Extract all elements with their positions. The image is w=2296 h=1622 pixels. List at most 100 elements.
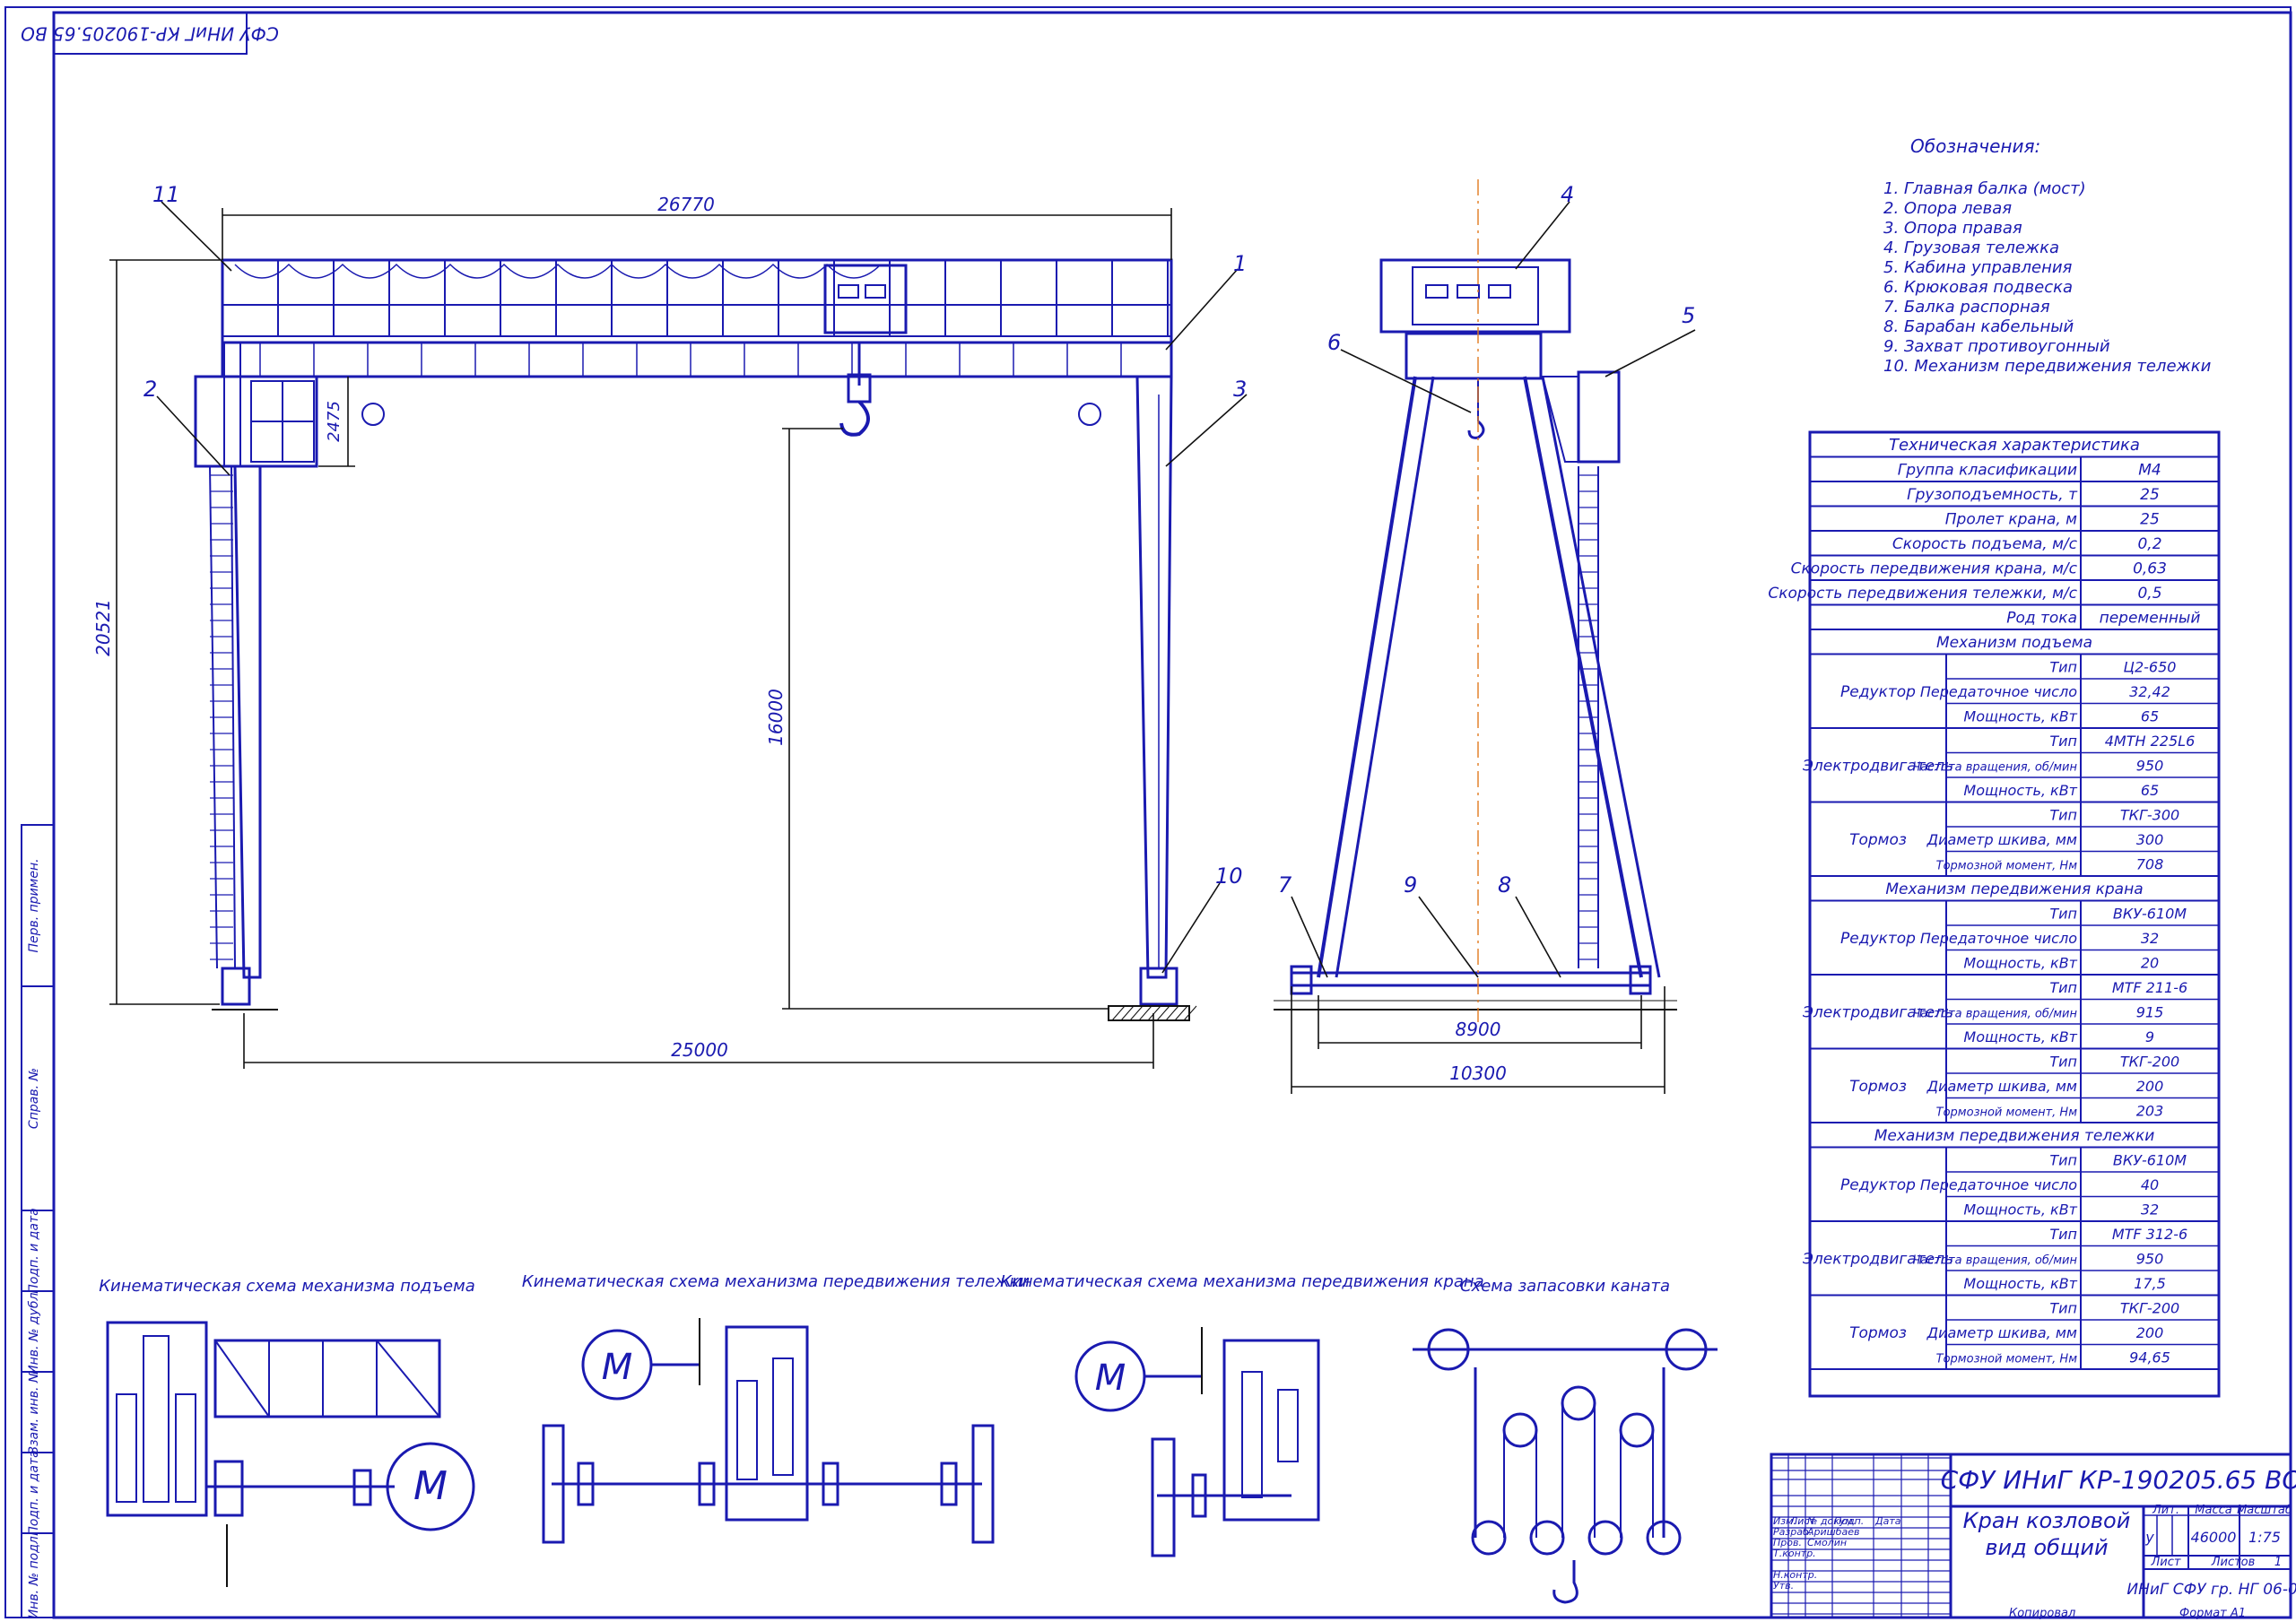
callout-2: 2 bbox=[144, 377, 157, 402]
stamp-podp-2: Подп. и дата bbox=[27, 1450, 41, 1535]
side-stamp-column: Перв. примен. Справ. № Подп. и дата Инв.… bbox=[21, 824, 55, 1618]
spec-label: Тип bbox=[2049, 659, 2077, 676]
callout-11: 11 bbox=[152, 182, 180, 207]
tb-role: Дата bbox=[1874, 1515, 1901, 1527]
spec-value: ВКУ-610М bbox=[2113, 906, 2187, 923]
spec-value: 17,5 bbox=[2134, 1275, 2166, 1292]
spec-label: Тип bbox=[2049, 1300, 2077, 1317]
spec-group-name: Электродвигатель bbox=[1802, 1250, 1953, 1268]
spec-group-name: Тормоз bbox=[1849, 1324, 1907, 1342]
legend-item: 5. Кабина управления bbox=[1883, 258, 2073, 277]
dim-span: 25000 bbox=[671, 1039, 728, 1061]
dim-hook-height: 16000 bbox=[765, 689, 787, 746]
front-view-crane bbox=[109, 201, 1248, 1069]
spec-label: Тип bbox=[2049, 906, 2077, 923]
spec-section-title: Механизм передвижения тележки bbox=[1874, 1127, 2155, 1145]
tb-role: Изм. bbox=[1773, 1515, 1796, 1527]
spec-value: 65 bbox=[2141, 782, 2159, 799]
spec-value: 32,42 bbox=[2129, 683, 2170, 700]
spec-value: 32 bbox=[2141, 1201, 2159, 1219]
stamp-vzam: Взам. инв. № bbox=[27, 1369, 41, 1454]
code-stamp: СФУ ИНиГ КР-190205.65 ВО bbox=[21, 12, 279, 55]
legend-item: 8. Барабан кабельный bbox=[1883, 317, 2074, 336]
inner-frame bbox=[52, 11, 2292, 1619]
spec-value: Ц2-650 bbox=[2124, 659, 2177, 676]
spec-label: Род тока bbox=[2006, 610, 2077, 628]
callout-10: 10 bbox=[1215, 863, 1243, 889]
code-stamp-text: СФУ ИНиГ КР-190205.65 ВО bbox=[21, 23, 279, 45]
callout-7: 7 bbox=[1278, 872, 1292, 898]
spec-value: 65 bbox=[2141, 708, 2159, 725]
spec-group-name: Электродвигатель bbox=[1802, 1003, 1953, 1021]
legend-item: 2. Опора левая bbox=[1883, 199, 2012, 218]
spec-value: ТКГ-200 bbox=[2120, 1054, 2179, 1071]
spec-value: 708 bbox=[2136, 856, 2164, 873]
dim-front-height: 20521 bbox=[92, 599, 114, 656]
tb-lit-label: Лит. bbox=[2152, 1504, 2179, 1517]
title-block-code: СФУ ИНиГ КР-190205.65 ВО bbox=[1941, 1465, 2296, 1495]
title-block-name-2: вид общий bbox=[1985, 1535, 2108, 1560]
legend-item: 1. Главная балка (мост) bbox=[1883, 179, 2086, 198]
spec-value: 915 bbox=[2136, 1004, 2164, 1021]
spec-value: переменный bbox=[2100, 610, 2201, 628]
tb-sheet-label: Лист bbox=[2151, 1556, 2181, 1569]
spec-group-name: Редуктор bbox=[1840, 1176, 1916, 1194]
spec-group-name: Редуктор bbox=[1840, 930, 1916, 948]
tb-org: ИНиГ СФУ гр. НГ 06-02 bbox=[2126, 1581, 2296, 1599]
trolley-scheme: Кинематическая схема механизма передвиже… bbox=[522, 1272, 1030, 1544]
spec-label: Мощность, кВт bbox=[1963, 708, 2077, 725]
spec-label: Тип bbox=[2049, 1226, 2077, 1243]
crane-motor-letter: М bbox=[1095, 1357, 1126, 1399]
tb-person-role: Т.контр. bbox=[1773, 1548, 1816, 1559]
tb-mass-label: Масса bbox=[2195, 1504, 2231, 1517]
spec-value: 950 bbox=[2136, 1251, 2164, 1268]
spec-label: Скорость передвижения тележки, м/с bbox=[1768, 585, 2077, 603]
spec-value: 25 bbox=[2140, 511, 2160, 529]
tb-person-role: Разраб. bbox=[1773, 1526, 1812, 1538]
legend-item: 6. Крюковая подвеска bbox=[1883, 278, 2073, 297]
legend: Обозначения: 1. Главная балка (мост)2. О… bbox=[1883, 135, 2212, 376]
tb-role: Лист bbox=[1789, 1515, 1815, 1527]
spec-label: Мощность, кВт bbox=[1963, 955, 2077, 972]
tb-person-role: Н.контр. bbox=[1773, 1569, 1817, 1581]
spec-value: 94,65 bbox=[2129, 1349, 2170, 1366]
spec-value: 203 bbox=[2136, 1103, 2164, 1120]
stamp-perv-primen: Перв. примен. bbox=[27, 858, 41, 952]
tb-sheets: 1 bbox=[2274, 1556, 2282, 1569]
spec-label: Грузоподъемность, т bbox=[1907, 486, 2078, 504]
tb-role: Подп. bbox=[1834, 1515, 1864, 1527]
spec-label: Диаметр шкива, мм bbox=[1926, 831, 2077, 848]
spec-label: Пролет крана, м bbox=[1945, 511, 2077, 529]
spec-value: М4 bbox=[2138, 462, 2161, 480]
side-view-crane bbox=[1274, 179, 1696, 1094]
lift-scheme-title: Кинематическая схема механизма подъема bbox=[99, 1277, 474, 1296]
tb-person-role: Утв. bbox=[1773, 1580, 1794, 1592]
spec-label: Передаточное число bbox=[1920, 930, 2077, 947]
tb-sheets-label: Листов bbox=[2211, 1556, 2256, 1569]
legend-item: 7. Балка распорная bbox=[1883, 298, 2050, 317]
tb-scale: 1:75 bbox=[2248, 1529, 2281, 1546]
lift-scheme: Кинематическая схема механизма подъема М bbox=[99, 1277, 475, 1587]
tb-person-name: Смолин bbox=[1807, 1537, 1847, 1548]
spec-title: Техническая характеристика bbox=[1889, 436, 2140, 455]
tb-lit: у bbox=[2144, 1529, 2154, 1546]
spec-label: Частота вращения, об/мин bbox=[1913, 1008, 2078, 1021]
spec-label: Тормозной момент, Нм bbox=[1936, 1353, 2078, 1366]
spec-group-name: Тормоз bbox=[1849, 831, 1907, 849]
callout-3: 3 bbox=[1233, 377, 1247, 402]
spec-group-name: Электродвигатель bbox=[1802, 757, 1953, 775]
spec-label: Мощность, кВт bbox=[1963, 1201, 2077, 1219]
spec-value: 20 bbox=[2141, 955, 2159, 972]
spec-value: 4МТН 225L6 bbox=[2105, 733, 2196, 750]
spec-label: Тип bbox=[2049, 733, 2077, 750]
spec-value: ТКГ-200 bbox=[2120, 1300, 2179, 1317]
tb-role: № докум. bbox=[1806, 1515, 1856, 1527]
tb-copied: Копировал bbox=[2009, 1607, 2075, 1620]
spec-value: 0,2 bbox=[2137, 535, 2161, 553]
stamp-podp-1: Подп. и дата bbox=[27, 1208, 41, 1293]
spec-label: Тормозной момент, Нм bbox=[1936, 1106, 2078, 1120]
spec-value: 40 bbox=[2141, 1176, 2159, 1193]
